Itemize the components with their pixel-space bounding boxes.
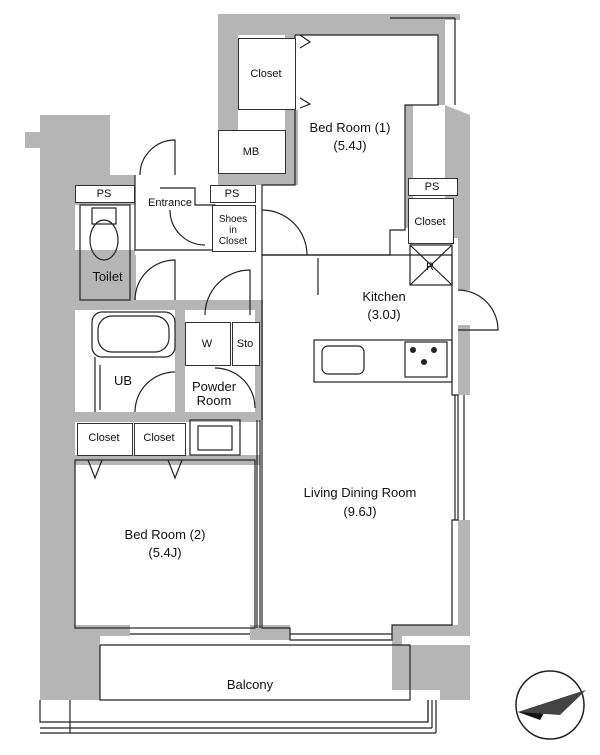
walls — [25, 14, 470, 700]
closet-bottom-mid-box — [134, 423, 186, 456]
closet-right-box — [408, 198, 454, 244]
closet-bottom-left-box — [77, 423, 133, 456]
powder-label-2: Room — [196, 393, 232, 408]
bedroom1-size: (5.4J) — [333, 138, 367, 153]
ps-mid-label: PS — [224, 188, 240, 200]
ps-right-box — [408, 178, 458, 196]
sto-box — [232, 322, 260, 366]
sto-label: Sto — [236, 338, 254, 350]
living-name: Living Dining Room — [303, 485, 417, 500]
ps-mid-box — [210, 185, 256, 203]
shoes-label-1: Shoes — [218, 214, 248, 225]
toilet-label: Toilet — [92, 269, 123, 284]
closet-top-label: Closet — [250, 68, 282, 80]
living-size: (9.6J) — [343, 504, 377, 519]
ub-label: UB — [113, 373, 133, 388]
ps-left-box — [75, 185, 135, 203]
ps-left-label: PS — [96, 188, 112, 200]
kitchen-size: (3.0J) — [367, 307, 401, 322]
w-box — [185, 322, 231, 366]
mb-label: MB — [242, 146, 260, 158]
entrance-label: Entrance — [147, 197, 193, 209]
closet-bottom-mid-label: Closet — [143, 432, 175, 444]
ps-right-label: PS — [424, 181, 440, 193]
shoes-label-3: Closet — [218, 236, 248, 247]
closet-bottom-left-label: Closet — [88, 432, 120, 444]
balcony-label: Balcony — [226, 677, 274, 692]
room-outlines — [39, 17, 499, 734]
shoes-label-2: in — [229, 225, 237, 236]
closet-right-label: Closet — [414, 216, 446, 228]
bedroom2-size: (5.4J) — [148, 545, 182, 560]
w-label: W — [201, 338, 213, 350]
closet-top-box — [238, 38, 296, 110]
powder-label-1: Powder — [191, 379, 237, 394]
bedroom1-name: Bed Room (1) — [309, 120, 391, 135]
bedroom2-name: Bed Room (2) — [124, 527, 206, 542]
compass — [515, 670, 586, 740]
mb-box — [218, 130, 286, 174]
stove-icon — [410, 347, 437, 365]
shoes-closet-box — [212, 205, 256, 252]
kitchen-name: Kitchen — [362, 289, 406, 304]
fridge-label: R — [426, 261, 434, 273]
